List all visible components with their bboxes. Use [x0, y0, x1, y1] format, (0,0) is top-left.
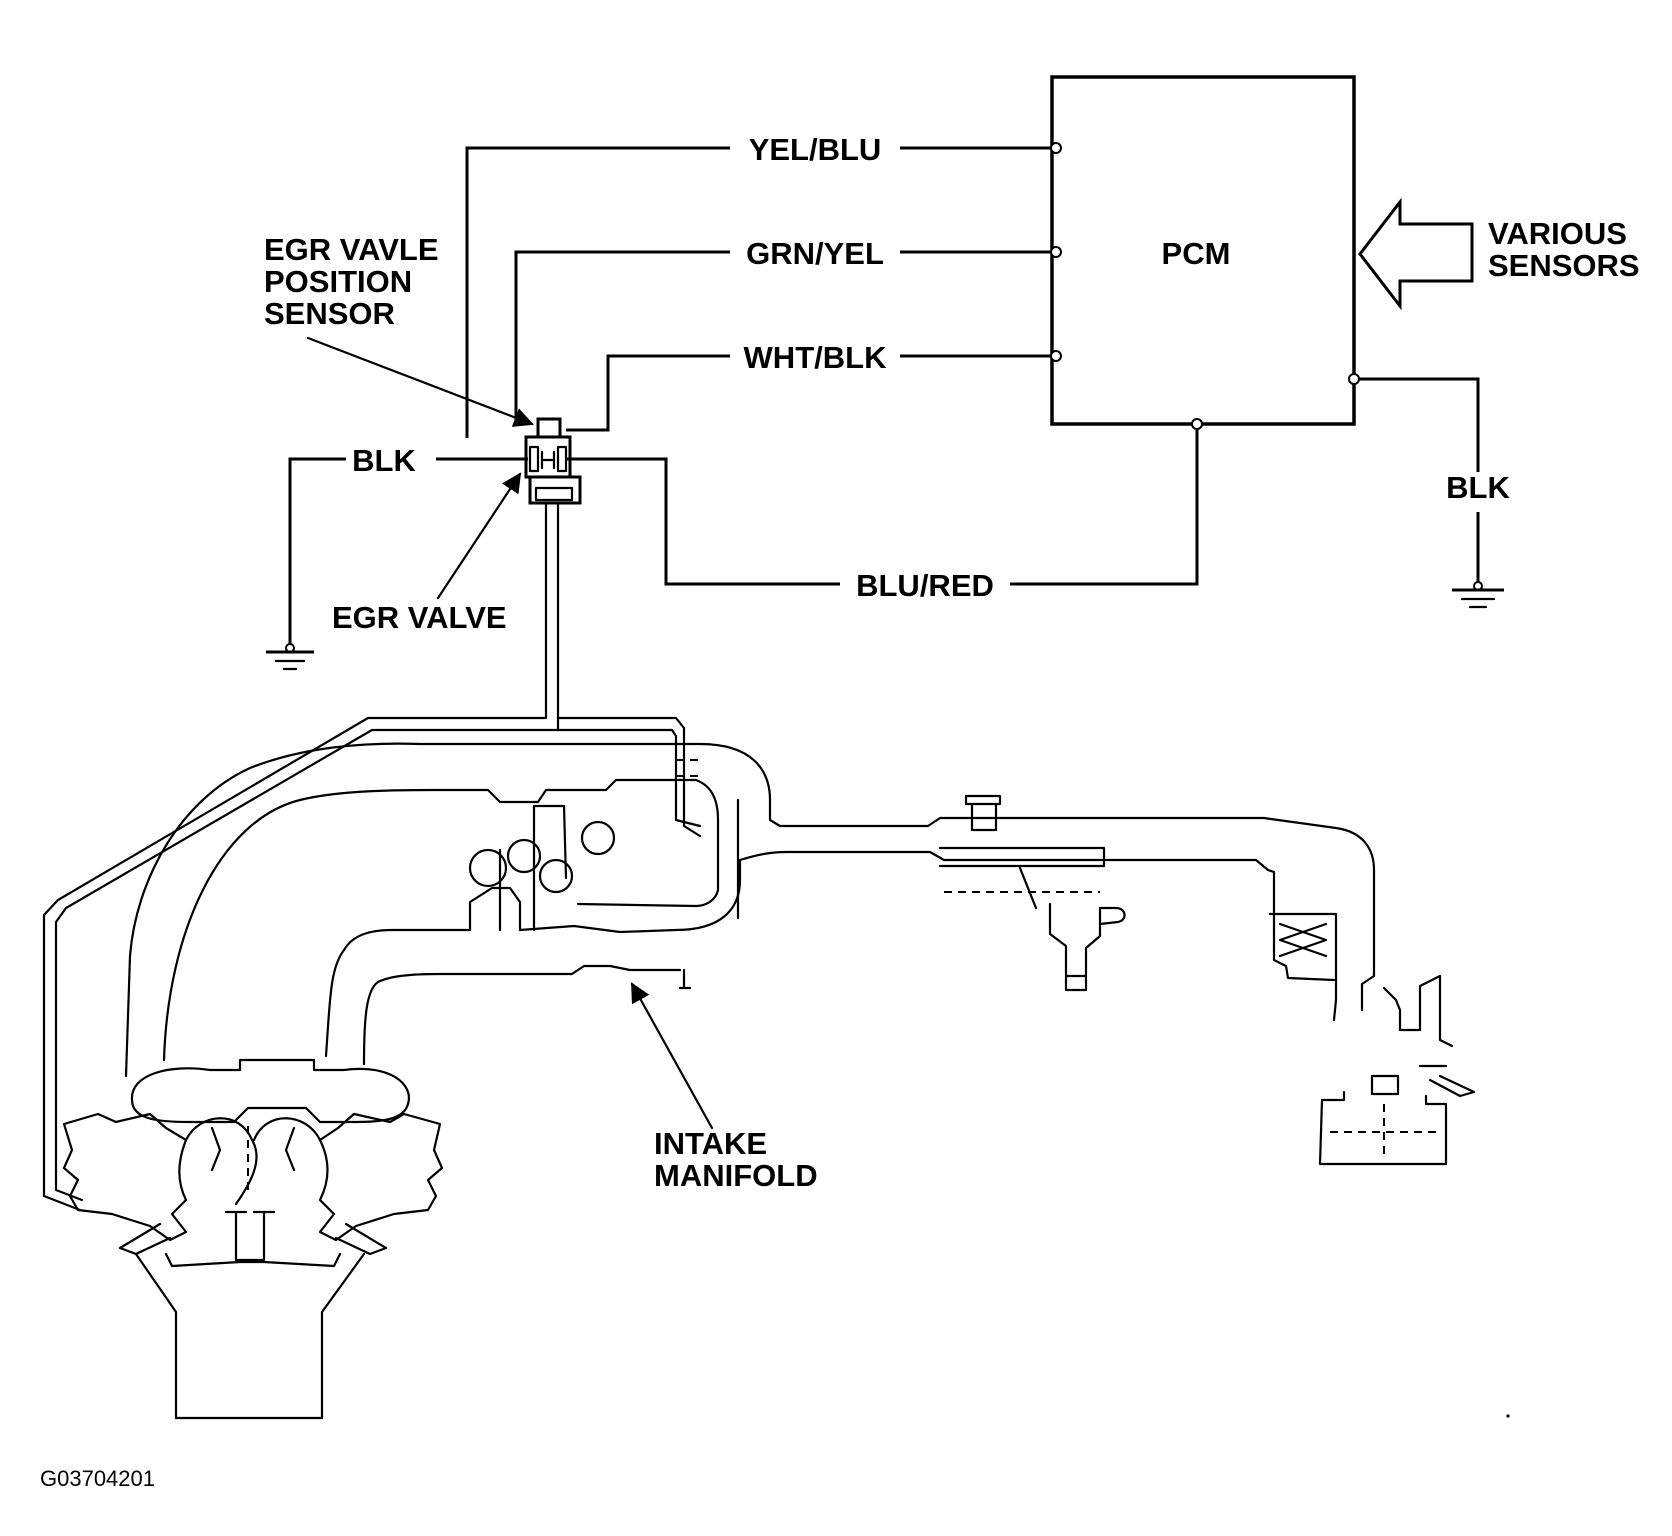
wire-grn-yel: [514, 250, 1056, 425]
egr-position-sensor-pointer: [306, 336, 534, 427]
egr-tube: [42, 501, 702, 1212]
wire-label-grn-yel: GRN/YEL: [746, 236, 884, 271]
wire-label-wht-blk: WHT/BLK: [744, 340, 888, 375]
wire-yel-blu: [465, 146, 1056, 438]
figure-code: G03704201: [40, 1466, 155, 1491]
pcm-terminal-grn-yel: [1050, 246, 1062, 258]
pcm-label: PCM: [1162, 236, 1231, 271]
egr-valve-assembly: [524, 417, 582, 505]
stray-dot: [1506, 1414, 1510, 1418]
throttle-body: [938, 794, 1126, 992]
wire-blk-left: [288, 457, 528, 646]
pcm-box: [1050, 75, 1356, 426]
egr-valve-label: EGR VALVE: [332, 600, 507, 635]
pcm-terminal-blu-red: [1191, 418, 1203, 430]
wire-label-blk-left: BLK: [352, 443, 416, 478]
egr-position-sensor-label: EGR VAVLE POSITION SENSOR: [264, 232, 447, 331]
wire-label-blu-red: BLU/RED: [856, 568, 994, 603]
intake-manifold-shape: [124, 742, 1376, 1078]
wire-label-yel-blu: YEL/BLU: [749, 132, 882, 167]
ground-symbol-right: [1452, 581, 1504, 609]
egr-valve-pointer: [436, 472, 522, 600]
engine-assembly: [62, 1058, 444, 1420]
intake-manifold-pointer: [630, 982, 714, 1130]
various-sensors-arrow: [1358, 197, 1474, 311]
pcm-terminal-yel-blu: [1050, 142, 1062, 154]
air-cleaner-assembly: [1268, 912, 1476, 1166]
various-sensors-label: VARIOUS SENSORS: [1488, 216, 1640, 283]
pcm-terminal-wht-blk: [1050, 350, 1062, 362]
wire-blk-right: [1354, 377, 1480, 586]
intake-manifold-label: INTAKE MANIFOLD: [654, 1126, 818, 1193]
wire-wht-blk: [566, 354, 1056, 432]
wire-blu-red: [566, 424, 1199, 586]
pcm-terminal-blk-right: [1348, 373, 1360, 385]
ground-symbol-left: [266, 643, 314, 671]
wire-label-blk-right: BLK: [1446, 470, 1510, 505]
